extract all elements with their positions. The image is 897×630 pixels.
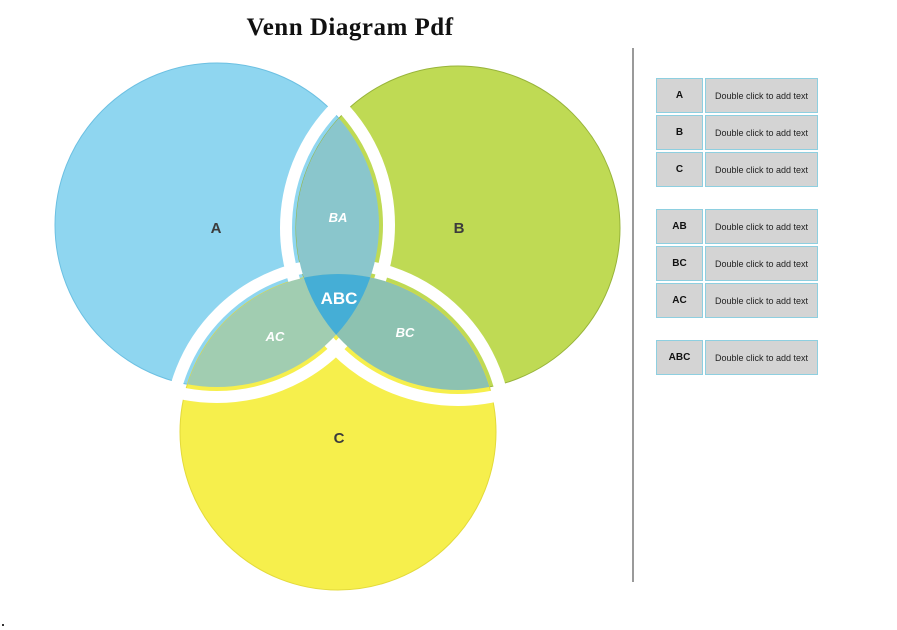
intersection-ba-label: BA [329,210,348,225]
legend-row-abc: ABC Double click to add text [656,340,818,376]
intersection-bc[interactable] [180,274,496,590]
legend-key: AC [656,283,703,318]
legend-row-c: C Double click to add text [656,152,818,188]
set-c-label: C [334,430,345,447]
legend-row-ab: AB Double click to add text [656,209,818,245]
gap-ring-a [39,47,395,403]
legend-key: A [656,78,703,113]
legend-row-a: A Double click to add text [656,78,818,114]
venn-diagram: A B C BA AC BC ABC [39,47,630,591]
legend-text-field[interactable]: Double click to add text [705,246,818,281]
set-b-label: B [454,220,465,237]
legend-text-field[interactable]: Double click to add text [705,209,818,244]
legend-row-bc: BC Double click to add text [656,246,818,282]
legend-key: B [656,115,703,150]
page-title: Venn Diagram Pdf [246,14,454,41]
legend-text-field[interactable]: Double click to add text [705,78,818,113]
intersection-ac-label: AC [265,329,285,344]
gap-ring-b [280,50,630,406]
intersection-ac[interactable] [180,274,496,590]
set-a-label: A [211,220,222,237]
legend-text-field[interactable]: Double click to add text [705,152,818,187]
legend-key: ABC [656,340,703,375]
legend-key: AB [656,209,703,244]
legend-row-b: B Double click to add text [656,115,818,151]
legend-text-field[interactable]: Double click to add text [705,115,818,150]
intersection-abc-label: ABC [321,289,358,308]
corner-mark [2,624,4,626]
vertical-divider [632,48,634,582]
legend-key: BC [656,246,703,281]
legend-text-field[interactable]: Double click to add text [705,283,818,318]
legend-text-field[interactable]: Double click to add text [705,340,818,375]
intersection-bc-label: BC [396,325,415,340]
legend-row-ac: AC Double click to add text [656,283,818,319]
legend-key: C [656,152,703,187]
